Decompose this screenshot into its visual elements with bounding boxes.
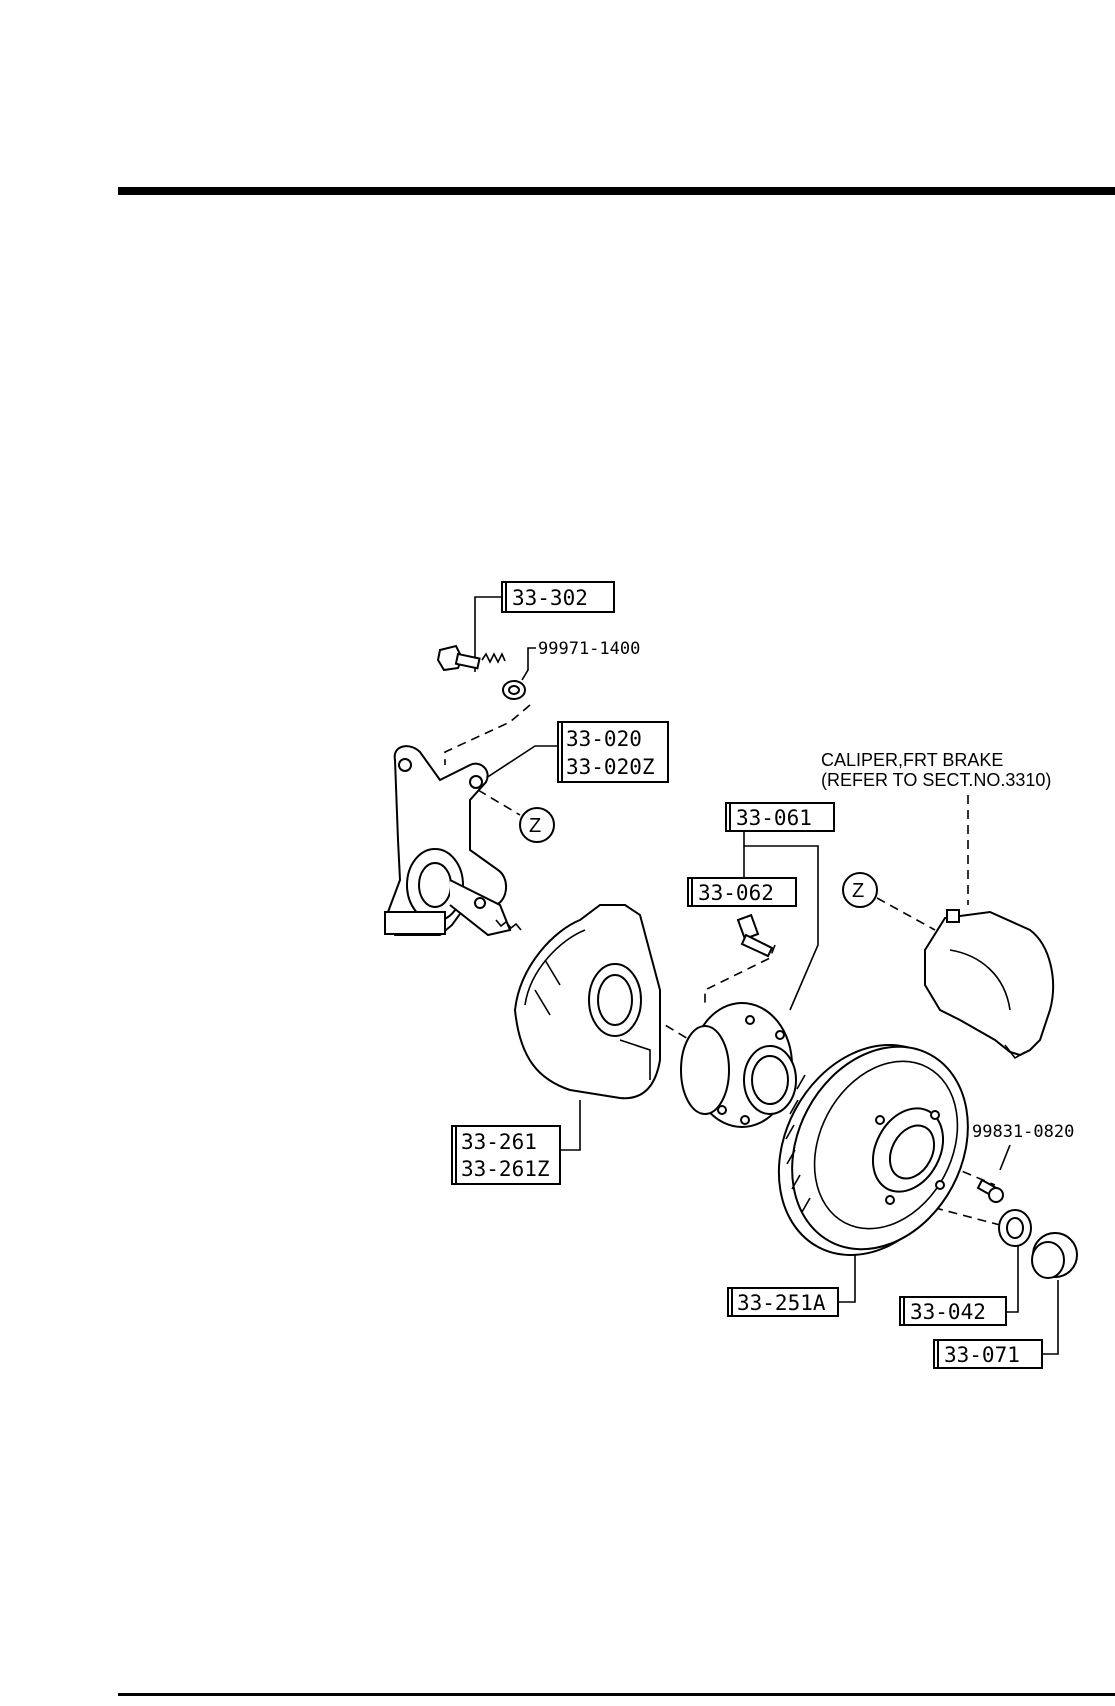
leader-washer (521, 647, 536, 681)
knuckle-label-2: 33-020Z (566, 755, 655, 779)
disc-plate-label: 33-251A (737, 1291, 826, 1315)
washer-part (502, 680, 526, 700)
disc-screw-part (976, 1178, 1004, 1203)
leader-dust-cover (560, 1100, 581, 1151)
disc-screw-label[interactable]: 99831-0820 (972, 1122, 1074, 1142)
label-box-33-251A[interactable]: 33-251A (727, 1287, 839, 1317)
label-box-33-061[interactable]: 33-061 (725, 802, 835, 832)
label-box-33-071[interactable]: 33-071 (933, 1339, 1043, 1369)
washer-label[interactable]: 99971-1400 (538, 639, 640, 659)
stud-label: 33-062 (698, 881, 774, 905)
dash-stud-to-hub (704, 944, 776, 1008)
hub-cap-label: 33-071 (944, 1343, 1020, 1367)
caliper-note-line1[interactable]: CALIPER,FRT BRAKE (821, 750, 1003, 770)
dash-bolt-to-knuckle (444, 704, 531, 765)
hub-part (680, 1002, 797, 1128)
dash-cover-to-hub (639, 1009, 691, 1041)
hub-nut-label: 33-042 (910, 1300, 986, 1324)
hub-nut-part (998, 1209, 1032, 1247)
leader-hub (743, 831, 819, 1011)
hub-cap-part (1031, 1232, 1078, 1279)
svg-text:Z: Z (529, 815, 541, 837)
steering-knuckle-part (383, 745, 522, 937)
leader-disc-screw (999, 1144, 1011, 1171)
dust-cover-part (513, 904, 661, 1100)
label-box-33-302[interactable]: 33-302 (501, 581, 615, 613)
caliper-part (924, 909, 1054, 1060)
bolt-label: 33-302 (512, 586, 588, 610)
top-rule (118, 187, 1115, 195)
label-box-33-020[interactable]: 33-020 33-020Z (557, 721, 669, 783)
dash-knuckle-to-z (477, 789, 521, 816)
knuckle-label-1: 33-020 (566, 727, 642, 751)
dust-cover-label-1: 33-261 (461, 1130, 537, 1154)
leader-hub-nut (1006, 1245, 1019, 1313)
dust-cover-label-2: 33-261Z (461, 1157, 550, 1181)
caliper-note-line2[interactable]: (REFER TO SECT.NO.3310) (821, 770, 1051, 790)
wheel-stud-part (736, 913, 774, 958)
bottom-rule (118, 1693, 1115, 1696)
dash-screw-to-disc (934, 1159, 996, 1186)
reference-marker-right: Z (842, 872, 878, 908)
leader-knuckle (479, 745, 558, 783)
dash-z-to-caliper (876, 897, 936, 931)
label-box-33-062[interactable]: 33-062 (687, 877, 797, 907)
label-box-33-261[interactable]: 33-261 33-261Z (451, 1125, 561, 1185)
brake-disc-part (777, 1043, 969, 1257)
label-box-33-042[interactable]: 33-042 (899, 1296, 1007, 1326)
bolt-part (436, 644, 506, 672)
leader-disc-plate (838, 1240, 856, 1303)
hub-label: 33-061 (736, 806, 812, 830)
leader-hub-cap (1042, 1280, 1059, 1355)
reference-marker-left: Z (519, 807, 555, 843)
svg-text:Z: Z (852, 880, 864, 902)
leader-bolt (474, 596, 502, 672)
